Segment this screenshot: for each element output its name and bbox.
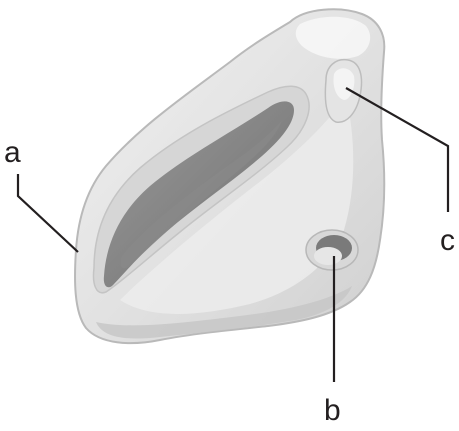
label-a: a (4, 136, 21, 169)
label-c: c (440, 224, 455, 257)
label-b: b (324, 394, 341, 427)
foramen (306, 230, 358, 270)
leader-line-a (18, 174, 78, 252)
